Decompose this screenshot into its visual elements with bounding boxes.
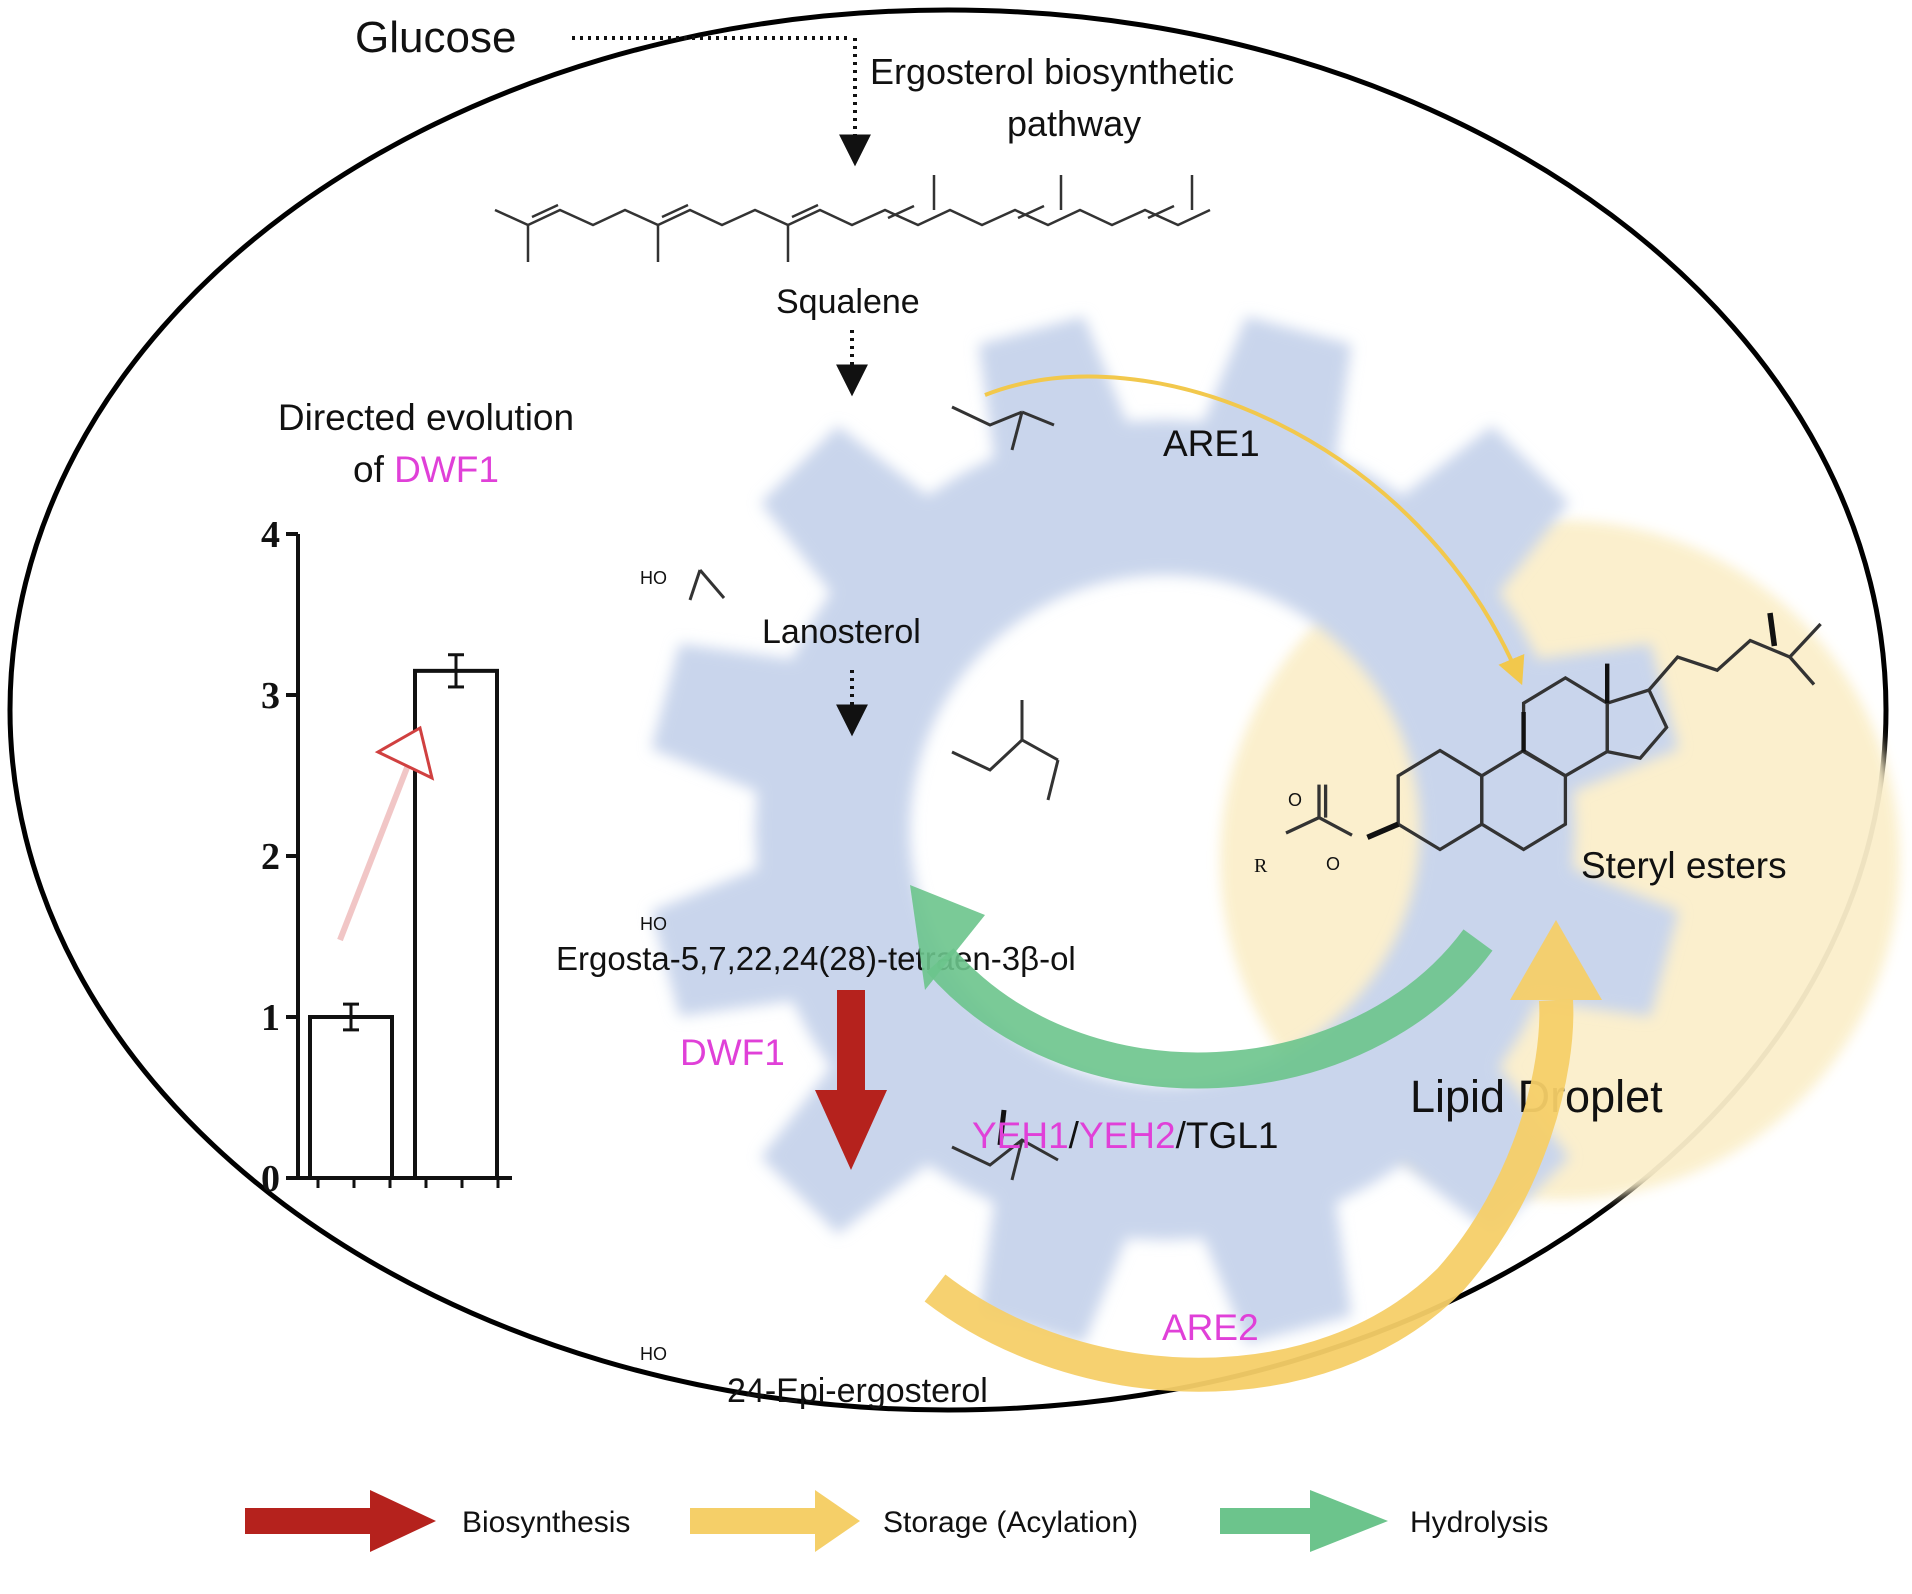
yeh1-label: YEH1 xyxy=(972,1115,1069,1156)
pathway-label-line1: Ergosterol biosynthetic xyxy=(870,51,1234,92)
are1-label: ARE1 xyxy=(1163,423,1260,464)
squalene-structure xyxy=(494,175,1211,262)
inset-title-highlight: DWF1 xyxy=(394,449,499,490)
slash-2: / xyxy=(1176,1115,1187,1156)
legend-hydrolysis-label: Hydrolysis xyxy=(1410,1506,1548,1539)
epi-ergosterol-label: 24-Epi-ergosterol xyxy=(727,1372,988,1410)
legend-storage-arrow xyxy=(690,1490,860,1552)
steryl-ester-r-group: R xyxy=(1254,855,1268,877)
epi-ergosterol-structure xyxy=(952,1109,1059,1180)
steryl-esters-label: Steryl esters xyxy=(1581,845,1787,886)
hydrolysis-arrow xyxy=(910,885,1493,1089)
y-tick-label: 0 xyxy=(261,1158,280,1200)
legend: Biosynthesis Storage (Acylation) Hydroly… xyxy=(245,1490,1548,1552)
squalene-label: Squalene xyxy=(776,283,920,321)
legend-hydrolysis-arrow xyxy=(1220,1490,1388,1552)
lanosterol-ho: HO xyxy=(640,568,667,588)
dwf1-label: DWF1 xyxy=(680,1032,785,1073)
legend-storage-label: Storage (Acylation) xyxy=(883,1506,1138,1539)
pathway-label-line2: pathway xyxy=(1007,103,1141,144)
y-tick-label: 3 xyxy=(261,675,280,717)
glucose-pathway-arrow xyxy=(572,36,871,167)
tgl1-label: TGL1 xyxy=(1186,1115,1279,1156)
steryl-ester-o-carbonyl: O xyxy=(1288,790,1302,810)
legend-biosynthesis-arrow xyxy=(245,1490,436,1552)
hydrolase-label: YEH1/YEH2/TGL1 xyxy=(972,1115,1278,1156)
steryl-ester-structure xyxy=(1285,612,1822,852)
are2-storage-arrow xyxy=(924,920,1602,1392)
improvement-arrow-shaft xyxy=(337,758,413,942)
dwf1-biosynthesis-arrow xyxy=(815,990,887,1170)
legend-biosynthesis-label: Biosynthesis xyxy=(462,1506,630,1539)
ergosta-tetraenol-structure xyxy=(952,700,1060,800)
epi-ergosterol-ho: HO xyxy=(640,1344,667,1364)
inset-title-line2: of DWF1 xyxy=(353,449,499,490)
are2-label: ARE2 xyxy=(1162,1307,1259,1348)
bar xyxy=(308,1015,394,1180)
gear-shape xyxy=(651,316,1679,1344)
bar-chart: 0 1 2 3 4 xyxy=(261,514,512,1200)
y-tick-label: 4 xyxy=(261,514,280,556)
lanosterol-label: Lanosterol xyxy=(762,613,921,651)
steryl-ester-o-ester: O xyxy=(1326,854,1340,874)
slash-1: / xyxy=(1069,1115,1080,1156)
are1-arrow xyxy=(984,374,1525,686)
improvement-arrow-head xyxy=(374,725,435,781)
ergosta-label: Ergosta-5,7,22,24(28)-tetraen-3β-ol xyxy=(556,940,1076,977)
inset-title-prefix: of xyxy=(353,449,394,490)
yeh2-label: YEH2 xyxy=(1079,1115,1176,1156)
bar xyxy=(413,668,499,1180)
y-tick-label: 1 xyxy=(261,997,280,1039)
y-tick-label: 2 xyxy=(261,836,280,878)
inset-title-line1: Directed evolution xyxy=(278,397,574,438)
lanosterol-structure xyxy=(688,405,1055,601)
glucose-label: Glucose xyxy=(355,13,516,62)
ergosta-ho: HO xyxy=(640,914,667,934)
directed-evolution-inset: Directed evolution of DWF1 0 1 2 3 4 xyxy=(261,397,574,1200)
